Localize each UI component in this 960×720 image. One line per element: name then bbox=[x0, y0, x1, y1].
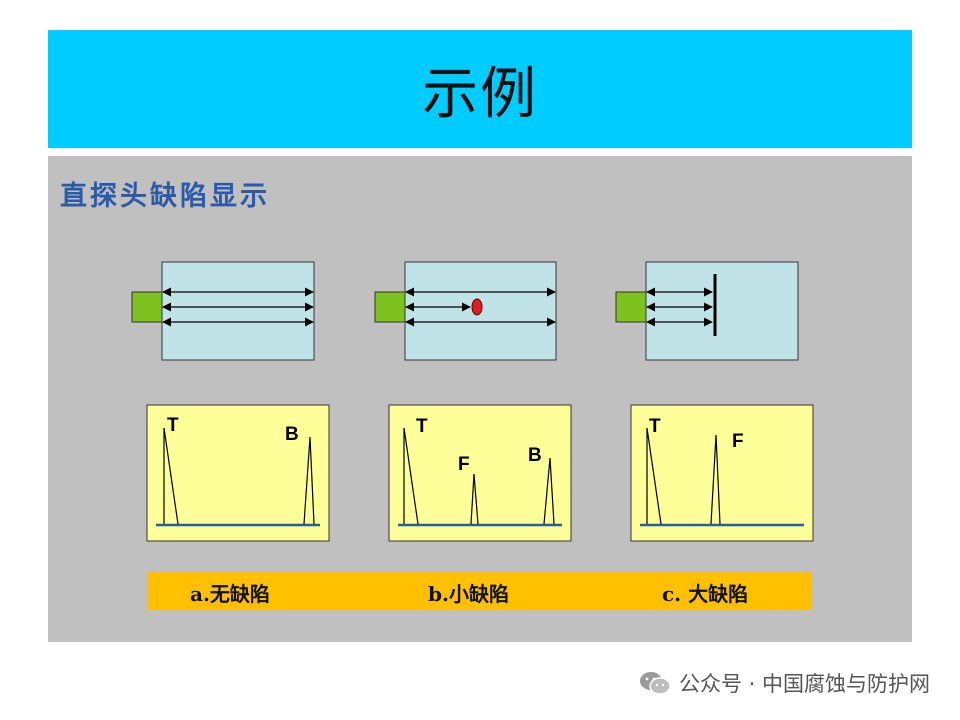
peak-label-t: T bbox=[167, 415, 179, 436]
caption-bar: a.无缺陷 b.小缺陷 c. 大缺陷 bbox=[148, 572, 812, 610]
probe-b bbox=[374, 291, 406, 323]
title-bar: 示例 bbox=[48, 30, 912, 148]
caption-a: a.无缺陷 bbox=[190, 582, 270, 606]
ultrasonic-diagram: T B T F B T F bbox=[131, 261, 814, 542]
content-area: 直探头缺陷显示 bbox=[48, 156, 912, 642]
watermark-text: 公众号 · 中国腐蚀与防护网 bbox=[678, 672, 930, 696]
test-block-a bbox=[131, 261, 315, 361]
peak-f bbox=[710, 434, 721, 525]
peak-b bbox=[543, 457, 555, 525]
peak-f bbox=[470, 473, 479, 525]
peak-label-b: B bbox=[528, 445, 542, 466]
ascan-screen-a: T B bbox=[146, 404, 330, 542]
peak-t bbox=[163, 427, 179, 525]
watermark: 公众号 · 中国腐蚀与防护网 bbox=[639, 668, 930, 698]
peak-t bbox=[646, 427, 662, 525]
caption-b: b.小缺陷 bbox=[428, 582, 509, 606]
test-block-b bbox=[374, 261, 557, 361]
caption-c: c. 大缺陷 bbox=[662, 582, 749, 606]
wechat-icon bbox=[639, 672, 671, 695]
peak-label-b: B bbox=[285, 424, 299, 445]
peak-label-t: T bbox=[649, 416, 661, 437]
page-title: 示例 bbox=[422, 61, 538, 127]
peak-label-t: T bbox=[416, 416, 428, 437]
test-block-c bbox=[615, 261, 799, 361]
subtitle: 直探头缺陷显示 bbox=[60, 181, 270, 212]
peak-t bbox=[403, 427, 419, 525]
probe-c bbox=[615, 291, 647, 323]
probe-a bbox=[131, 291, 163, 323]
small-defect bbox=[471, 298, 483, 316]
peak-label-f: F bbox=[732, 431, 744, 452]
peak-b bbox=[303, 436, 315, 525]
ascan-screen-c: T F bbox=[630, 404, 814, 542]
peak-label-f: F bbox=[458, 454, 470, 475]
ascan-screen-b: T F B bbox=[388, 404, 572, 542]
